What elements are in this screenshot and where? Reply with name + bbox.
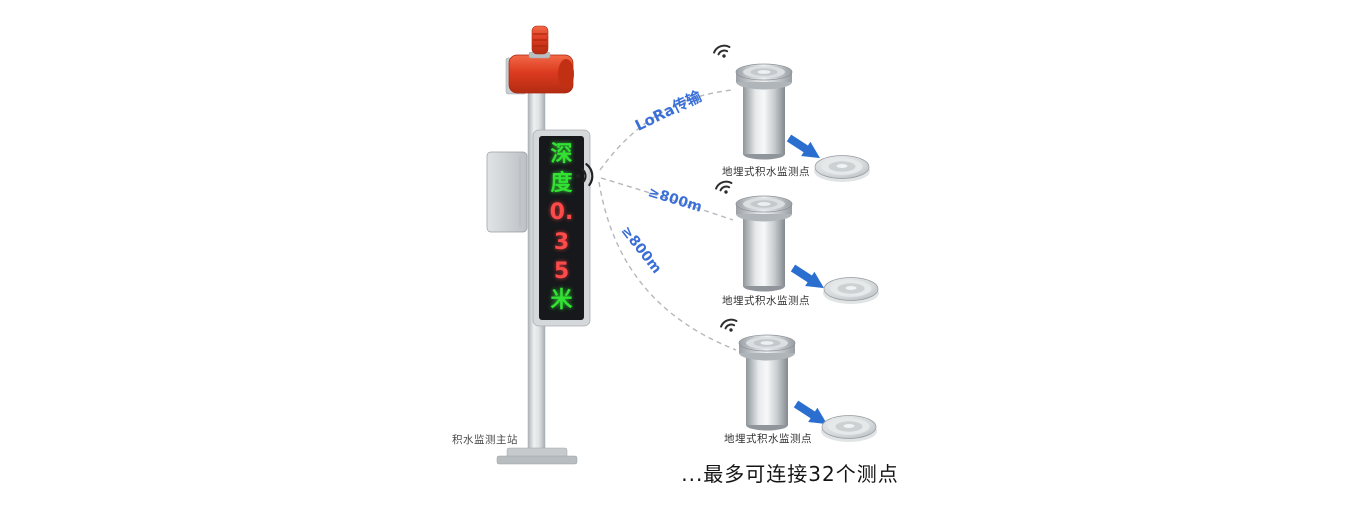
arrow-icon	[784, 130, 825, 166]
surface-disc	[822, 277, 880, 305]
led-display: 深 度 0. 3 5 米	[539, 136, 584, 320]
lora-link-lines	[598, 89, 737, 351]
sensor-cylinder	[735, 195, 793, 292]
led-char-2: 度	[550, 171, 573, 197]
alarm-siren-icon	[505, 25, 574, 95]
surface-disc	[820, 415, 878, 443]
buried-sensor-2	[713, 178, 880, 305]
led-char-5: 5	[553, 258, 570, 284]
sensor-cylinder	[735, 63, 793, 160]
led-display-frame	[532, 129, 591, 327]
station-base	[496, 447, 578, 465]
led-char-3: 0.	[549, 200, 574, 226]
main-station	[486, 25, 594, 465]
signal-icon	[576, 163, 594, 187]
sensor-label-2: 地埋式积水监测点	[722, 295, 810, 307]
buried-sensor-1	[711, 42, 871, 183]
sensor-cylinder	[738, 334, 796, 431]
wifi-icon	[713, 178, 736, 198]
sensor-label-3: 地埋式积水监测点	[724, 433, 812, 445]
station-label: 积水监测主站	[452, 434, 518, 446]
buried-sensor-3	[718, 316, 878, 443]
footer-text: ...最多可连接32个测点	[681, 462, 899, 486]
led-char-1: 深	[550, 142, 573, 167]
wifi-icon	[711, 42, 734, 62]
led-char-6: 米	[550, 287, 573, 313]
arrow-icon	[788, 260, 829, 296]
led-char-4: 3	[553, 229, 570, 255]
wifi-icon	[718, 316, 741, 336]
control-box	[486, 151, 528, 233]
sensor-label-1: 地埋式积水监测点	[722, 166, 810, 178]
